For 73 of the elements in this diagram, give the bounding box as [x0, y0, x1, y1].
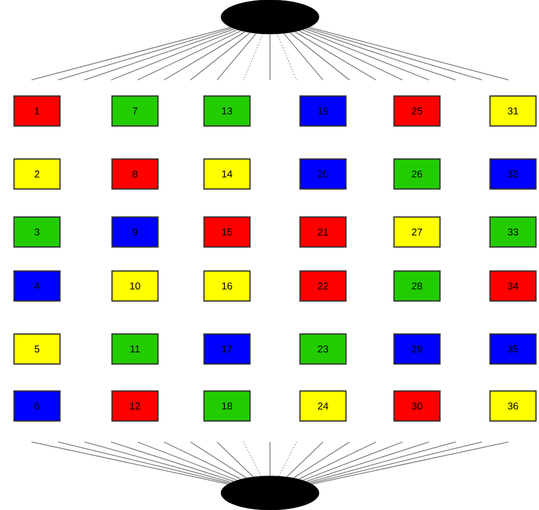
- line: [293, 442, 350, 478]
- line: [286, 442, 324, 478]
- line: [308, 442, 456, 483]
- number-box: 17: [203, 333, 251, 365]
- line: [110, 442, 234, 482]
- number-box: 28: [393, 270, 441, 302]
- line: [31, 26, 232, 80]
- line: [310, 442, 482, 484]
- number-box: 24: [299, 390, 347, 422]
- number-box: 8: [111, 158, 159, 190]
- number-box: 21: [299, 216, 347, 248]
- line: [110, 29, 238, 80]
- number-box: 20: [299, 158, 347, 190]
- number-box: 32: [489, 158, 537, 190]
- line: [278, 442, 297, 476]
- line: [308, 26, 509, 80]
- number-box: 30: [393, 390, 441, 422]
- line: [302, 442, 403, 481]
- line: [164, 31, 246, 80]
- line: [137, 30, 242, 80]
- number-box: 18: [203, 390, 251, 422]
- number-box: 27: [393, 216, 441, 248]
- line: [137, 442, 238, 481]
- number-box: 2: [13, 158, 61, 190]
- line: [298, 442, 376, 480]
- line: [216, 33, 257, 80]
- line: [276, 34, 297, 80]
- line: [84, 442, 232, 483]
- line: [190, 32, 251, 80]
- number-box: 34: [489, 270, 537, 302]
- line: [31, 442, 228, 484]
- number-box: 14: [203, 158, 251, 190]
- number-box: 23: [299, 333, 347, 365]
- number-box: 6: [13, 390, 61, 422]
- number-box: 13: [203, 95, 251, 127]
- number-box: 36: [489, 390, 537, 422]
- line: [84, 28, 236, 80]
- number-box: 11: [111, 333, 159, 365]
- number-box: 4: [13, 270, 61, 302]
- line: [306, 442, 430, 482]
- line: [216, 442, 254, 478]
- line: [190, 442, 247, 478]
- line: [294, 31, 376, 80]
- number-box: 25: [393, 95, 441, 127]
- number-box: 1: [13, 95, 61, 127]
- number-box: 12: [111, 390, 159, 422]
- number-box: 35: [489, 333, 537, 365]
- line: [307, 28, 482, 80]
- line: [304, 28, 456, 80]
- ellipse: [220, 476, 320, 510]
- line: [58, 28, 233, 80]
- number-box: 22: [299, 270, 347, 302]
- line: [164, 442, 242, 480]
- line: [312, 442, 509, 484]
- number-box: 19: [299, 95, 347, 127]
- number-box: 3: [13, 216, 61, 248]
- number-box: 33: [489, 216, 537, 248]
- number-box: 16: [203, 270, 251, 302]
- number-box: 31: [489, 95, 537, 127]
- line: [283, 33, 324, 80]
- line: [243, 34, 264, 80]
- line: [289, 32, 350, 80]
- number-box: 7: [111, 95, 159, 127]
- number-box: 5: [13, 333, 61, 365]
- line: [298, 30, 403, 80]
- number-box: 26: [393, 158, 441, 190]
- number-box: 10: [111, 270, 159, 302]
- line: [243, 442, 262, 476]
- number-box: 9: [111, 216, 159, 248]
- number-box: 15: [203, 216, 251, 248]
- number-box: 29: [393, 333, 441, 365]
- line: [58, 442, 230, 484]
- line: [302, 29, 430, 80]
